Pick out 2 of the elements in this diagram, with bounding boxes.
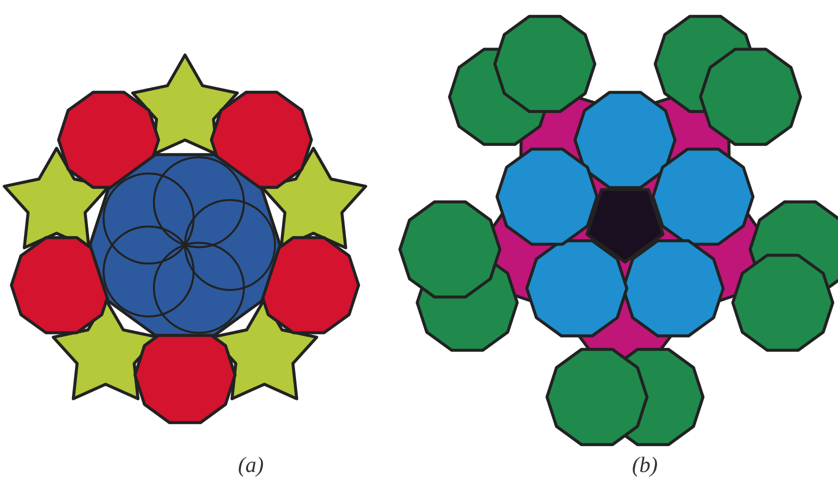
panel-label: (b)	[632, 452, 658, 478]
panel-label: (a)	[238, 452, 264, 478]
